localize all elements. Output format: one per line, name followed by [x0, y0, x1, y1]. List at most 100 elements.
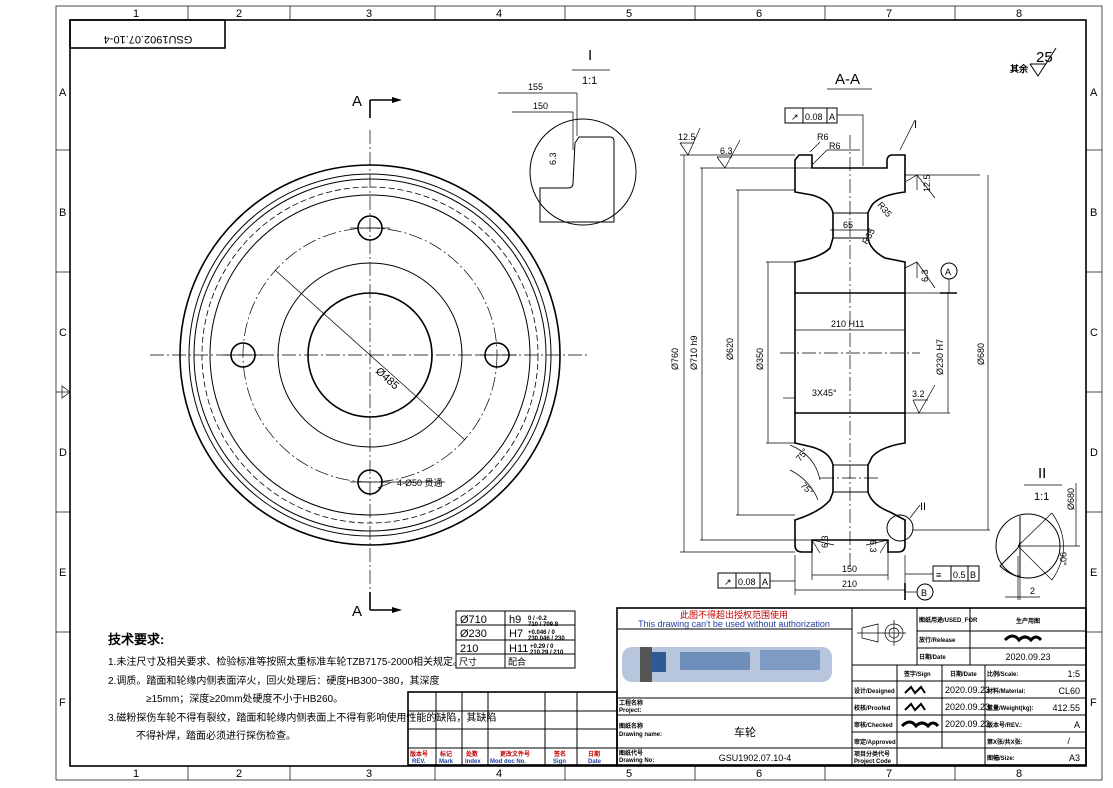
title-block-project-code-label-en: Project Code — [854, 759, 892, 765]
front-view-dims-holes: 4-Ø50 贯通 — [397, 478, 443, 488]
title-block-props-5-label: 图幅/Size: — [987, 754, 1015, 762]
frame-columns-7: 8 — [1016, 8, 1022, 20]
frame-rows-2: C — [59, 327, 67, 339]
title-block-roles-0-date: 2020.09.23 — [945, 685, 990, 695]
fit-table-rows-0-size: Ø710 — [460, 614, 487, 626]
roughness-other-value: 25 — [1036, 49, 1053, 66]
title-block-used-for-label: 图纸用途/USED_FOR — [919, 616, 978, 624]
section-view-dims-chamfer: 3X45° — [812, 388, 837, 398]
title-block-props-2-label: 重量/Weight(kg): — [987, 704, 1034, 712]
revision-table-headers-1-en: Mark — [439, 759, 454, 765]
frame-columns-0: 1 — [133, 8, 139, 20]
proofer-signature — [904, 702, 926, 712]
front-view: Ø485 4-Ø50 贯通 A A — [150, 93, 590, 620]
title-block-project-label: 工程名称 — [619, 699, 643, 707]
section-view-tolerance-frames-2-datum: B — [970, 570, 976, 580]
title-block-drawing-name-label-en: Drawing name: — [619, 732, 662, 738]
title-block-props-0-value: 1:5 — [1067, 669, 1080, 679]
section-view-datums-1: B — [921, 588, 927, 598]
front-view-section-marker: A — [352, 93, 362, 110]
section-view-roughness-6: 6.3 — [868, 540, 878, 553]
section-view-dims-r35b: R35 — [860, 227, 877, 246]
release-signature — [1003, 634, 1043, 643]
tech-requirements-items-0: 1.未注尺寸及相关要求、检验标准等按照太重标准车轮TZB7175-2000相关规… — [108, 655, 463, 668]
company-logo-blurred — [622, 647, 832, 682]
title-block-roles-1-date: 2020.09.23 — [945, 702, 990, 712]
fit-table-rows-1-limits: 230.046 / 230 — [528, 636, 565, 642]
section-marker-top: A — [352, 93, 402, 118]
title-block-props-1-value: CL60 — [1058, 686, 1080, 696]
title-block-props-0-label: 比例/Scale: — [987, 670, 1018, 678]
title-block-sign-header: 签字/Sign — [903, 670, 931, 678]
section-view-dims-w65: 65 — [843, 220, 853, 230]
title-block-props-5-value: A3 — [1069, 753, 1080, 763]
section-view-dims-d760: Ø760 — [670, 348, 680, 370]
fit-table-rows-2-dev: +0.29 / 0 — [530, 644, 554, 650]
section-view-dims-d620: Ø620 — [725, 338, 735, 360]
title-block-roles-0-label: 设计/Designed — [854, 687, 895, 695]
fit-table-rows-1-size: Ø230 — [460, 628, 487, 640]
detail-I-label: I — [588, 47, 592, 64]
revision-table-headers-1-cn: 标记 — [439, 750, 452, 758]
section-view-title: A-A — [835, 71, 860, 88]
technical-requirements: 技术要求: 1.未注尺寸及相关要求、检验标准等按照太重标准车轮TZB7175-2… — [108, 632, 496, 742]
section-view-dims-d710: Ø710 h9 — [689, 335, 699, 370]
revision-table-headers-0-en: REV. — [412, 759, 426, 765]
title-block-roles-3-label: 审定/Approved — [854, 738, 896, 746]
title-block-release-label: 放行/Release — [918, 636, 956, 644]
frame-columns-1: 2 — [236, 8, 242, 20]
runout-icon: ↗ — [791, 112, 799, 122]
section-view-roughness-5: 6.3 — [820, 535, 830, 548]
title-block-props-2-value: 412.55 — [1052, 703, 1080, 713]
tech-requirements-items-1: 2.调质。踏面和轮缘内侧表面淬火，回火处理后：硬度HB300~380，其深度 — [108, 674, 439, 687]
section-view-dims-d680: Ø680 — [976, 343, 986, 365]
frame-rows-0: A — [1090, 87, 1098, 99]
section-view-dims-bore-len: 210 H11 — [831, 319, 864, 329]
title-block-drawing-name-label: 图纸名称 — [619, 722, 643, 730]
detail-view-II: II 1:1 90° Ø680 2 — [995, 465, 1080, 600]
section-view-dims-r6b: R6 — [829, 141, 841, 151]
tech-requirements-items-2: ≥15mm；深度≥20mm处硬度不小于HB260。 — [146, 692, 343, 705]
section-view-dims-r6a: R6 — [817, 132, 829, 142]
section-view-dims-d350: Ø350 — [755, 348, 765, 370]
section-view-roughness-1: 6.3 — [720, 146, 733, 156]
frame-rows-2: C — [1090, 327, 1098, 339]
detail-I-dims-0: 155 — [528, 82, 543, 92]
section-view-roughness-4: 3.2 — [912, 389, 925, 399]
fit-table-rows-2-fit: H11 — [509, 643, 528, 655]
revision-table-headers-0-cn: 版本号 — [409, 750, 428, 758]
tech-requirements-items-4: 不得补焊，踏面必须进行探伤检查。 — [136, 729, 296, 742]
title-block: 此图不得超出授权范围使用 This drawing can't be used … — [616, 607, 1087, 766]
frame-drawing-number-box: GSU1902.07.10-4 — [104, 33, 193, 45]
fit-table-footer-size: 尺寸 — [459, 656, 477, 667]
detail-II-dims-angle: 90° — [1058, 552, 1068, 566]
detail-II-scale: 1:1 — [1034, 491, 1049, 503]
frame-columns-1: 2 — [236, 768, 242, 780]
revision-table-headers-5-en: Date — [588, 759, 602, 765]
frame-columns-4: 5 — [626, 768, 632, 780]
frame-columns-0: 1 — [133, 768, 139, 780]
title-block-props-4-label: 第X张/共X张: — [986, 738, 1023, 746]
title-block-roles-2-date: 2020.09.23 — [945, 719, 990, 729]
title-block-drawing-no-label-en: Drawing No: — [619, 758, 654, 764]
title-block-props-1-label: 材料/Material: — [986, 687, 1025, 695]
title-block-date-header: 日期/Date — [950, 670, 977, 678]
title-block-props-3-value: A — [1074, 720, 1080, 730]
section-view-roughness-3: 6.3 — [920, 269, 930, 282]
frame-rows-4: E — [59, 567, 66, 579]
drawing-number-box: GSU1902.07.10-4 — [69, 19, 226, 49]
tech-requirements-title: 技术要求: — [108, 632, 164, 647]
frame-columns-6: 7 — [886, 8, 892, 20]
designer-signature — [904, 685, 926, 695]
section-view-tolerance-frames-2-value: 0.5 — [953, 570, 966, 580]
revision-table-headers-2-en: Index — [465, 759, 481, 765]
title-block-date-label: 日期/Date — [919, 653, 946, 661]
frame-rows-3: D — [59, 447, 67, 459]
detail-II-label: II — [1038, 465, 1046, 482]
section-view-dims-d230: Ø230 H7 — [935, 339, 945, 375]
datum-B: B — [904, 583, 934, 601]
